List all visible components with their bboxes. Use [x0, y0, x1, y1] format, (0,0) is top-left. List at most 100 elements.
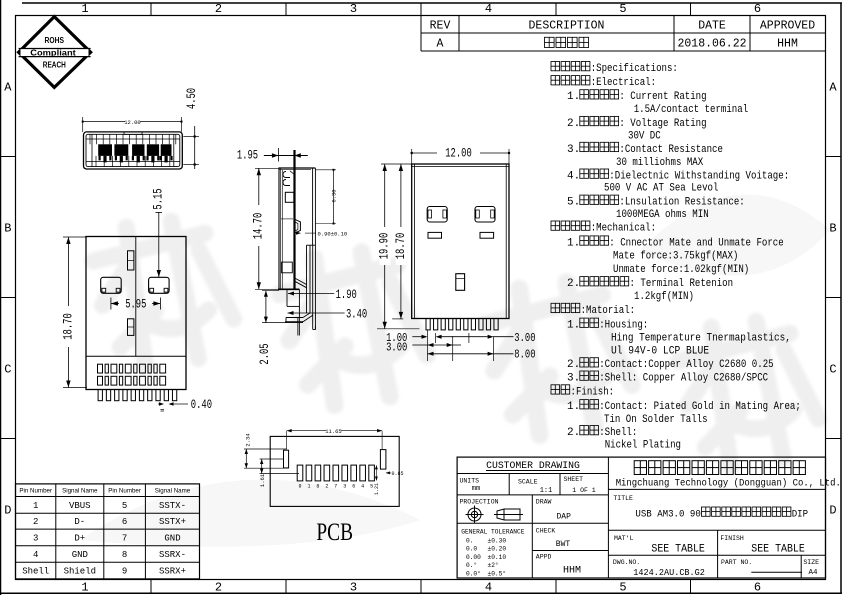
svg-text:PART NO.: PART NO. — [721, 559, 752, 566]
svg-text:2: 2 — [215, 581, 222, 595]
svg-text:SCALE: SCALE — [518, 479, 538, 486]
svg-text:A: A — [829, 81, 837, 95]
svg-text:SHEET: SHEET — [564, 476, 584, 483]
svg-text:SIZE: SIZE — [803, 559, 819, 566]
svg-text:6: 6 — [122, 517, 127, 527]
svg-text:3.40: 3.40 — [346, 307, 367, 322]
svg-text:1.2kgf(MIN): 1.2kgf(MIN) — [634, 291, 694, 303]
svg-text:TITLE: TITLE — [613, 495, 633, 502]
svg-text:C: C — [829, 363, 836, 377]
svg-text:Pin Number: Pin Number — [19, 488, 52, 495]
svg-text:1.21: 1.21 — [374, 483, 380, 495]
svg-text:MAT'L: MAT'L — [614, 535, 634, 542]
svg-text:SSTX-: SSTX- — [159, 501, 186, 511]
svg-text:CHECK: CHECK — [536, 528, 556, 535]
svg-text:D-: D- — [74, 517, 85, 527]
svg-text:DWG.NO.: DWG.NO. — [613, 559, 640, 566]
svg-text:HHM: HHM — [563, 566, 581, 577]
svg-text:Mingchuang Technology (Donggua: Mingchuang Technology (Dongguan) Co., Lt… — [616, 477, 841, 489]
svg-text:D: D — [4, 504, 11, 518]
svg-text:5: 5 — [619, 2, 626, 16]
svg-text:Signal Name: Signal Name — [155, 488, 191, 495]
svg-text:30 milliohms MAX: 30 milliohms MAX — [616, 157, 704, 169]
svg-text:6: 6 — [352, 484, 355, 490]
svg-text:1000MEGA ohms MIN: 1000MEGA ohms MIN — [616, 209, 709, 221]
svg-text::Contact: Piated Gold in Matin: :Contact: Piated Gold in Mating Area; — [599, 401, 801, 413]
svg-text:APPROVED: APPROVED — [760, 20, 815, 33]
svg-text:C: C — [4, 363, 11, 377]
svg-text:Ul 94V-0 LCP BLUE: Ul 94V-0 LCP BLUE — [611, 346, 709, 358]
svg-text::Contact:Copper Alloy C2680 0.: :Contact:Copper Alloy C2680 0.25 — [599, 359, 773, 371]
svg-text:VBUS: VBUS — [69, 501, 91, 511]
svg-text:SSRX-: SSRX- — [159, 550, 186, 560]
svg-text:7: 7 — [122, 533, 127, 543]
svg-text:2.: 2. — [567, 278, 580, 290]
svg-text:500 V AC AT Sea Levol: 500 V AC AT Sea Levol — [604, 182, 718, 194]
svg-text:Hing Temperature Tnermaplasti: Hing Temperature Tnermaplastics, — [611, 333, 791, 345]
svg-text:: Terminal Retenion: : Terminal Retenion — [630, 278, 734, 290]
svg-text:1: 1 — [307, 484, 310, 490]
svg-text:Shell: Shell — [22, 567, 49, 577]
svg-text:3.00: 3.00 — [386, 341, 407, 354]
svg-text:2: 2 — [325, 484, 328, 490]
svg-text:Unmate force:1.02kgf(MIN): Unmate force:1.02kgf(MIN) — [613, 264, 749, 276]
svg-text:6: 6 — [754, 581, 761, 595]
svg-text::Lnsulation Resistance:: :Lnsulation Resistance: — [619, 197, 744, 209]
svg-text:REACH: REACH — [43, 61, 66, 70]
svg-text:HHM: HHM — [777, 38, 798, 51]
svg-text:Nickel Plating: Nickel Plating — [605, 440, 681, 452]
svg-text:±0.10: ±0.10 — [488, 554, 507, 561]
svg-text:4.50: 4.50 — [184, 88, 199, 109]
svg-text:1.: 1. — [567, 237, 580, 249]
svg-text:Tin On Solder Talls: Tin On Solder Talls — [604, 414, 708, 426]
svg-text:GND: GND — [72, 550, 88, 560]
svg-text:3.00: 3.00 — [514, 332, 535, 345]
svg-text:0.0°: 0.0° — [466, 570, 481, 577]
svg-text:DRAW: DRAW — [536, 498, 552, 505]
svg-text:±0.30: ±0.30 — [488, 538, 507, 545]
svg-text:UNITS: UNITS — [460, 477, 480, 484]
svg-text:GENERAL TOLERANCE: GENERAL TOLERANCE — [461, 529, 524, 536]
svg-text:3: 3 — [350, 2, 357, 16]
svg-text:4: 4 — [361, 484, 364, 490]
svg-text::Matorial:: :Matorial: — [581, 305, 636, 317]
svg-text:1.: 1. — [567, 320, 580, 332]
svg-text:D+: D+ — [74, 533, 85, 543]
svg-text:5: 5 — [370, 484, 373, 490]
svg-text:B: B — [829, 222, 836, 236]
svg-text:2.34: 2.34 — [245, 433, 252, 447]
svg-text:5.: 5. — [567, 197, 580, 209]
svg-text:12.00: 12.00 — [445, 146, 472, 161]
svg-text:2.05: 2.05 — [257, 343, 272, 364]
svg-text:DESCRIPTION: DESCRIPTION — [529, 20, 605, 33]
svg-text:5: 5 — [122, 501, 127, 511]
svg-text:0.°: 0.° — [466, 562, 477, 569]
svg-text::Shell:: :Shell: — [599, 427, 637, 439]
svg-text:1.: 1. — [567, 91, 580, 103]
svg-text:SEE TABLE: SEE TABLE — [751, 544, 805, 556]
svg-text:: Cnnector Mate and Unmate For: : Cnnector Mate and Unmate Force — [609, 237, 783, 249]
svg-text:1: 1 — [81, 2, 88, 16]
svg-text:CUSTOMER DRAWING: CUSTOMER DRAWING — [486, 460, 580, 472]
svg-text:3: 3 — [350, 581, 357, 595]
svg-text:±0.5°: ±0.5° — [488, 570, 507, 577]
svg-text:±0.20: ±0.20 — [488, 546, 507, 553]
svg-text:2.: 2. — [567, 118, 580, 130]
svg-text:A: A — [4, 81, 12, 95]
svg-text:0.0: 0.0 — [466, 546, 477, 553]
svg-text:6: 6 — [754, 2, 761, 16]
svg-text:A4: A4 — [808, 569, 818, 577]
svg-text:3: 3 — [343, 484, 346, 490]
svg-text:5: 5 — [619, 581, 626, 595]
svg-text:8: 8 — [122, 550, 127, 560]
svg-text:BWT: BWT — [556, 540, 571, 549]
svg-text:11.65: 11.65 — [325, 428, 342, 435]
svg-text:18.70: 18.70 — [393, 233, 408, 260]
svg-text:1.00: 1.00 — [386, 332, 407, 345]
svg-text:2.: 2. — [567, 359, 580, 371]
svg-text:GND: GND — [164, 533, 180, 543]
svg-text:7: 7 — [334, 484, 337, 490]
svg-text:Shield: Shield — [64, 567, 96, 577]
svg-text:4: 4 — [33, 550, 38, 560]
svg-text:12.00: 12.00 — [124, 119, 141, 126]
